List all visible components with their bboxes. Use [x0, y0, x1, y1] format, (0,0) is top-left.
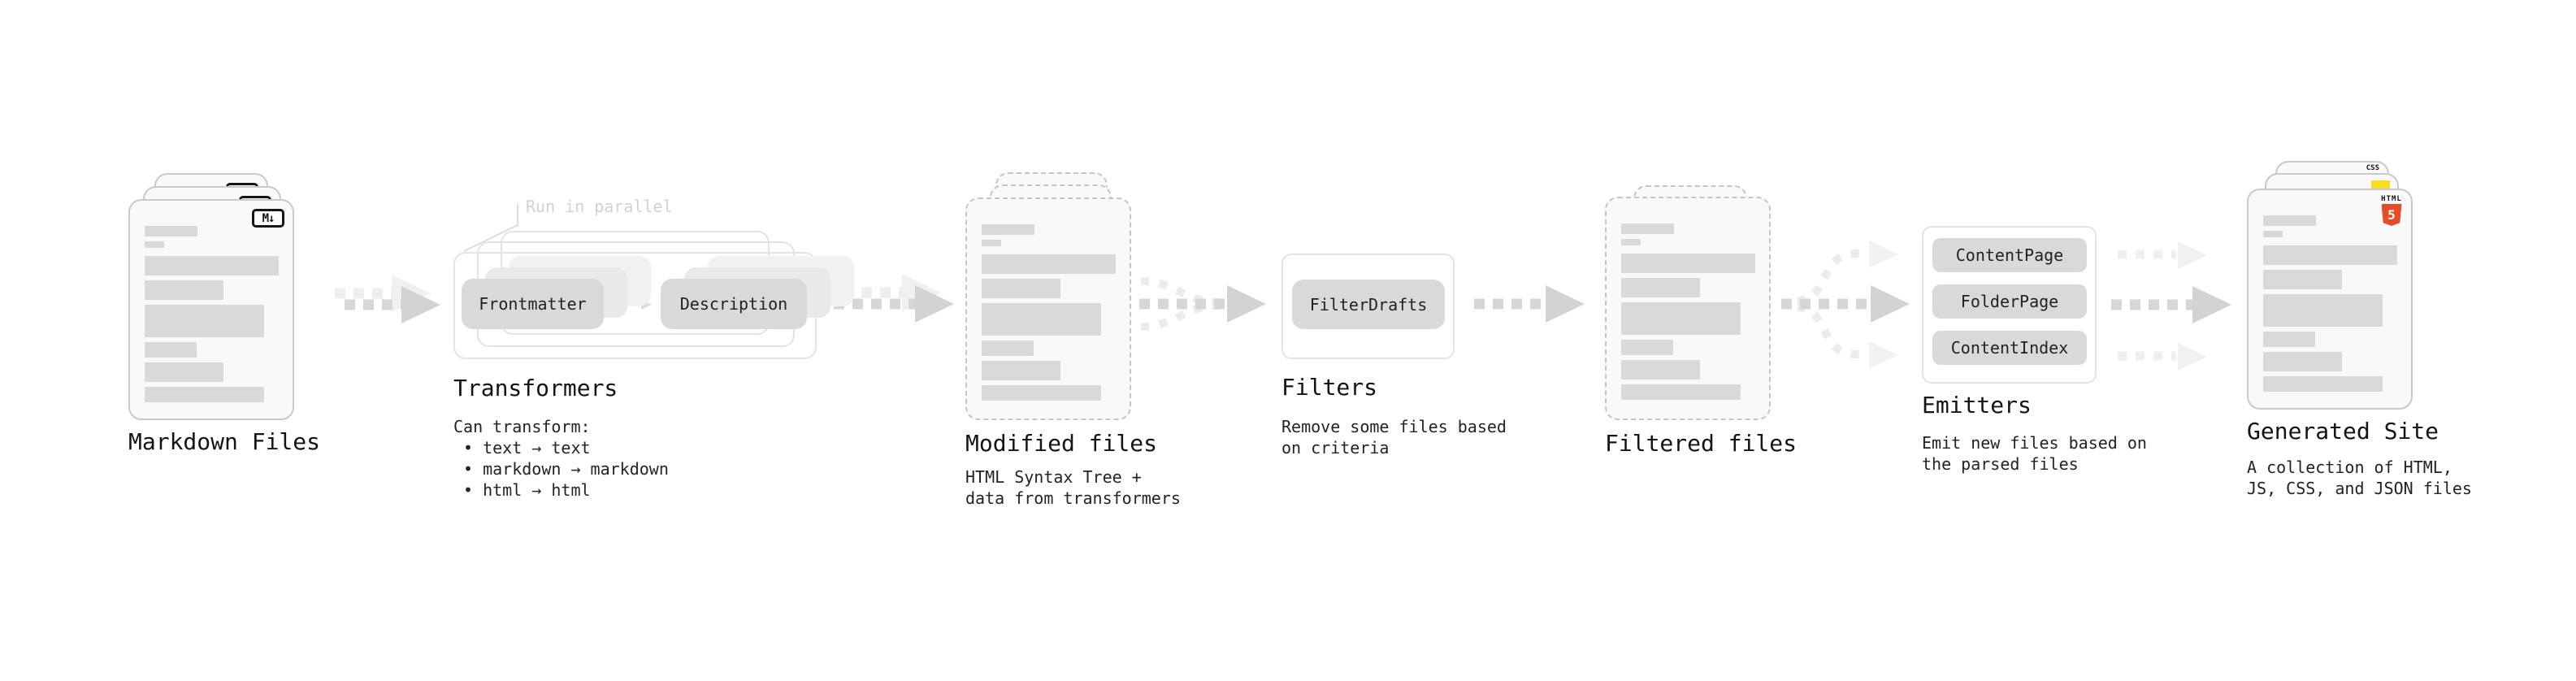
- run-in-parallel-note: Run in parallel: [526, 197, 673, 216]
- javascript-icon: [2371, 180, 2390, 191]
- doc-text-bar: [2263, 376, 2383, 392]
- stage-caption-generated-site: A collection of HTML, JS, CSS, and JSON …: [2247, 457, 2472, 499]
- doc-text-bar: [982, 340, 1034, 356]
- doc-text-bar: [982, 254, 1116, 274]
- caption-line: • html → html: [463, 480, 591, 500]
- stage-caption-modified-files: HTML Syntax Tree + data from transformer…: [965, 466, 1181, 509]
- doc-text-bar: [982, 385, 1101, 401]
- arrow-emitters-to-generated-bottom: [2118, 343, 2207, 371]
- doc-text-bar: [2263, 352, 2342, 371]
- filters-box: [1281, 254, 1455, 359]
- caption-line: HTML Syntax Tree +: [965, 467, 1142, 487]
- html5-icon-shield: 5: [2381, 204, 2402, 226]
- caption-line: JS, CSS, and JSON files: [2247, 479, 2472, 498]
- doc-text-bar: [2263, 231, 2283, 237]
- doc-text-bar: [982, 240, 1001, 246]
- caption-line: • markdown → markdown: [463, 459, 669, 479]
- modified-doc-card-front: [965, 197, 1131, 420]
- doc-text-bar: [145, 305, 264, 337]
- doc-text-bar: [145, 387, 264, 402]
- description-pill: Description: [661, 279, 807, 329]
- doc-text-bar: [2263, 294, 2383, 327]
- filtered-doc-card-front: [1605, 197, 1771, 420]
- caption-line: data from transformers: [965, 488, 1181, 508]
- stage-label-transformers: Transformers: [453, 375, 618, 401]
- stage-label-filtered-files: Filtered files: [1605, 430, 1798, 457]
- markdown-doc-card-front: M↓: [128, 199, 294, 420]
- doc-text-bar: [1621, 340, 1673, 355]
- arrow-emitters-to-generated-top: [2118, 241, 2207, 269]
- arrow-markdown-to-transformers: [345, 286, 440, 323]
- caption-line: Can transform:: [453, 417, 591, 436]
- doc-text-bar: [145, 226, 197, 236]
- arrow-filtered-to-emitters-diverge: [1781, 241, 1910, 369]
- stage-label-modified-files: Modified files: [965, 430, 1158, 457]
- html5-icon-word: HTML: [2381, 195, 2402, 203]
- stage-caption-transformers: Can transform: • text → text • markdown …: [453, 416, 669, 501]
- stage-caption-emitters: Emit new files based on the parsed files: [1922, 432, 2147, 475]
- caption-line: • text → text: [463, 438, 591, 458]
- doc-text-bar: [2263, 270, 2342, 289]
- doc-text-bar: [2263, 332, 2315, 347]
- doc-text-bar: [1621, 302, 1741, 335]
- generated-doc-card-front: HTML 5: [2247, 189, 2413, 410]
- caption-line: Remove some files based: [1281, 417, 1507, 436]
- doc-text-bar: [145, 241, 164, 248]
- arrow-filters-to-filtered: [1474, 285, 1585, 323]
- doc-text-bar: [2263, 245, 2397, 265]
- doc-text-bar: [1621, 223, 1674, 234]
- stage-label-filters: Filters: [1281, 374, 1378, 401]
- caption-line: on criteria: [1281, 438, 1390, 458]
- doc-text-bar: [2263, 215, 2316, 226]
- doc-text-bar: [145, 342, 197, 358]
- doc-text-bar: [145, 256, 279, 275]
- doc-text-bar: [982, 224, 1034, 235]
- caption-line: the parsed files: [1922, 454, 2079, 474]
- contentindex-pill: ContentIndex: [1932, 331, 2087, 365]
- doc-text-bar: [1621, 384, 1741, 400]
- doc-text-bar: [982, 303, 1101, 336]
- doc-text-bar: [1621, 239, 1641, 245]
- doc-text-bar: [982, 279, 1060, 298]
- doc-text-bar: [1621, 254, 1755, 273]
- stage-label-generated-site: Generated Site: [2247, 418, 2439, 445]
- doc-text-bar: [1621, 278, 1700, 297]
- arrow-transformers-to-modified: [834, 285, 954, 323]
- folderpage-pill: FolderPage: [1932, 284, 2087, 319]
- doc-text-bar: [982, 361, 1060, 380]
- markdown-icon: M↓: [252, 209, 284, 228]
- caption-line: Emit new files based on: [1922, 433, 2147, 453]
- doc-text-bar: [145, 362, 223, 382]
- frontmatter-pill: Frontmatter: [462, 279, 604, 329]
- emitters-box: [1922, 226, 2097, 384]
- stage-caption-filters: Remove some files based on criteria: [1281, 416, 1507, 458]
- stage-label-markdown-files: Markdown Files: [128, 428, 321, 455]
- doc-text-bar: [1621, 360, 1700, 380]
- html5-icon: HTML 5: [2381, 195, 2402, 226]
- arrow-modified-to-filters-merge: [1139, 277, 1266, 331]
- arrow-emitters-to-generated-mid: [2111, 286, 2231, 323]
- filterdrafts-pill: FilterDrafts: [1292, 280, 1445, 329]
- contentpage-pill: ContentPage: [1932, 238, 2087, 272]
- stage-label-emitters: Emitters: [1922, 392, 2032, 419]
- caption-line: A collection of HTML,: [2247, 458, 2452, 477]
- doc-text-bar: [145, 280, 223, 300]
